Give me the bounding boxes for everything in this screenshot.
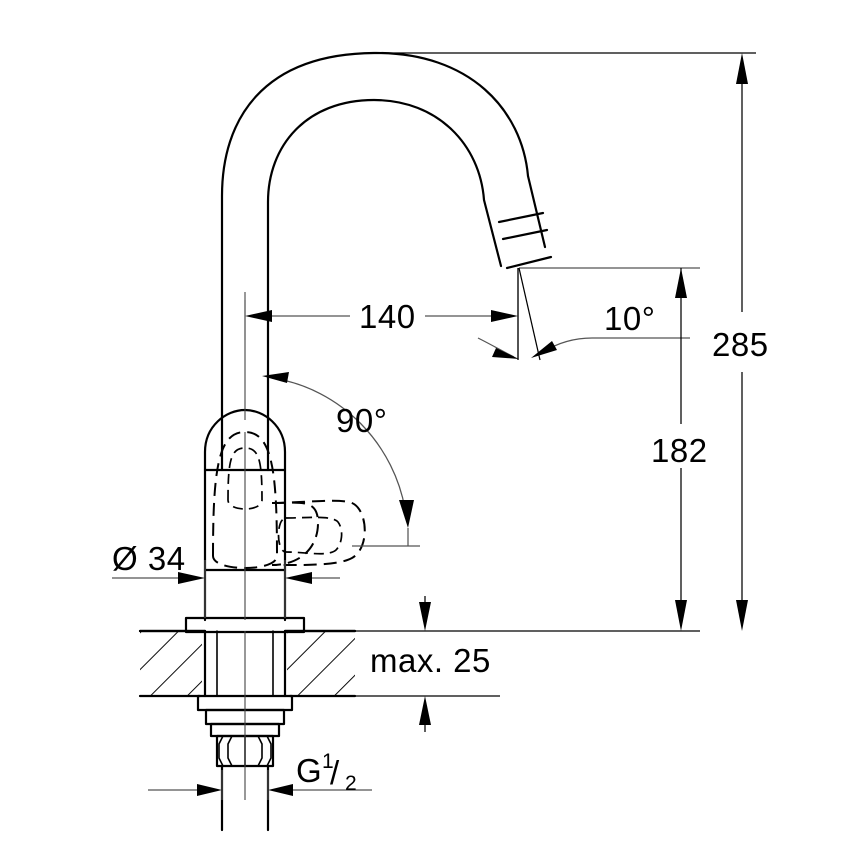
dimension-label-base-diameter: Ø 34	[112, 540, 186, 577]
dimension-label-mount-thickness: max. 25	[370, 642, 491, 679]
dimension-label-thread-numerator: 1	[322, 750, 334, 773]
dimension-label-handle-swivel: 90°	[336, 402, 387, 439]
dimension-spout-reach: 140	[244, 268, 519, 360]
dimension-label-outlet-angle: 10°	[604, 300, 655, 337]
dimension-mount-thickness: max. 25	[370, 596, 491, 732]
mounting-shank	[203, 629, 287, 698]
handle-lever-rotated-hidden	[271, 499, 366, 567]
handle-lever-up-hidden	[211, 430, 279, 569]
dimension-spout-height: 182	[651, 268, 708, 631]
dimension-handle-swivel: 90°	[262, 372, 420, 547]
dimension-label-total-height: 285	[712, 326, 769, 363]
dimension-label-spout-height: 182	[651, 432, 708, 469]
dimension-label-thread-denominator: 2	[345, 772, 357, 795]
dimension-outlet-angle: 10°	[477, 267, 700, 361]
dimension-total-height: 285	[374, 52, 769, 631]
dimension-label-thread-prefix: G	[296, 752, 322, 789]
dimension-label-spout-reach: 140	[359, 298, 416, 335]
dimension-label-thread-slash: /	[330, 754, 340, 791]
spout-body	[220, 51, 553, 472]
dimension-thread-size: G 1 / 2	[148, 750, 372, 800]
dimension-base-diameter: Ø 34	[112, 540, 340, 618]
